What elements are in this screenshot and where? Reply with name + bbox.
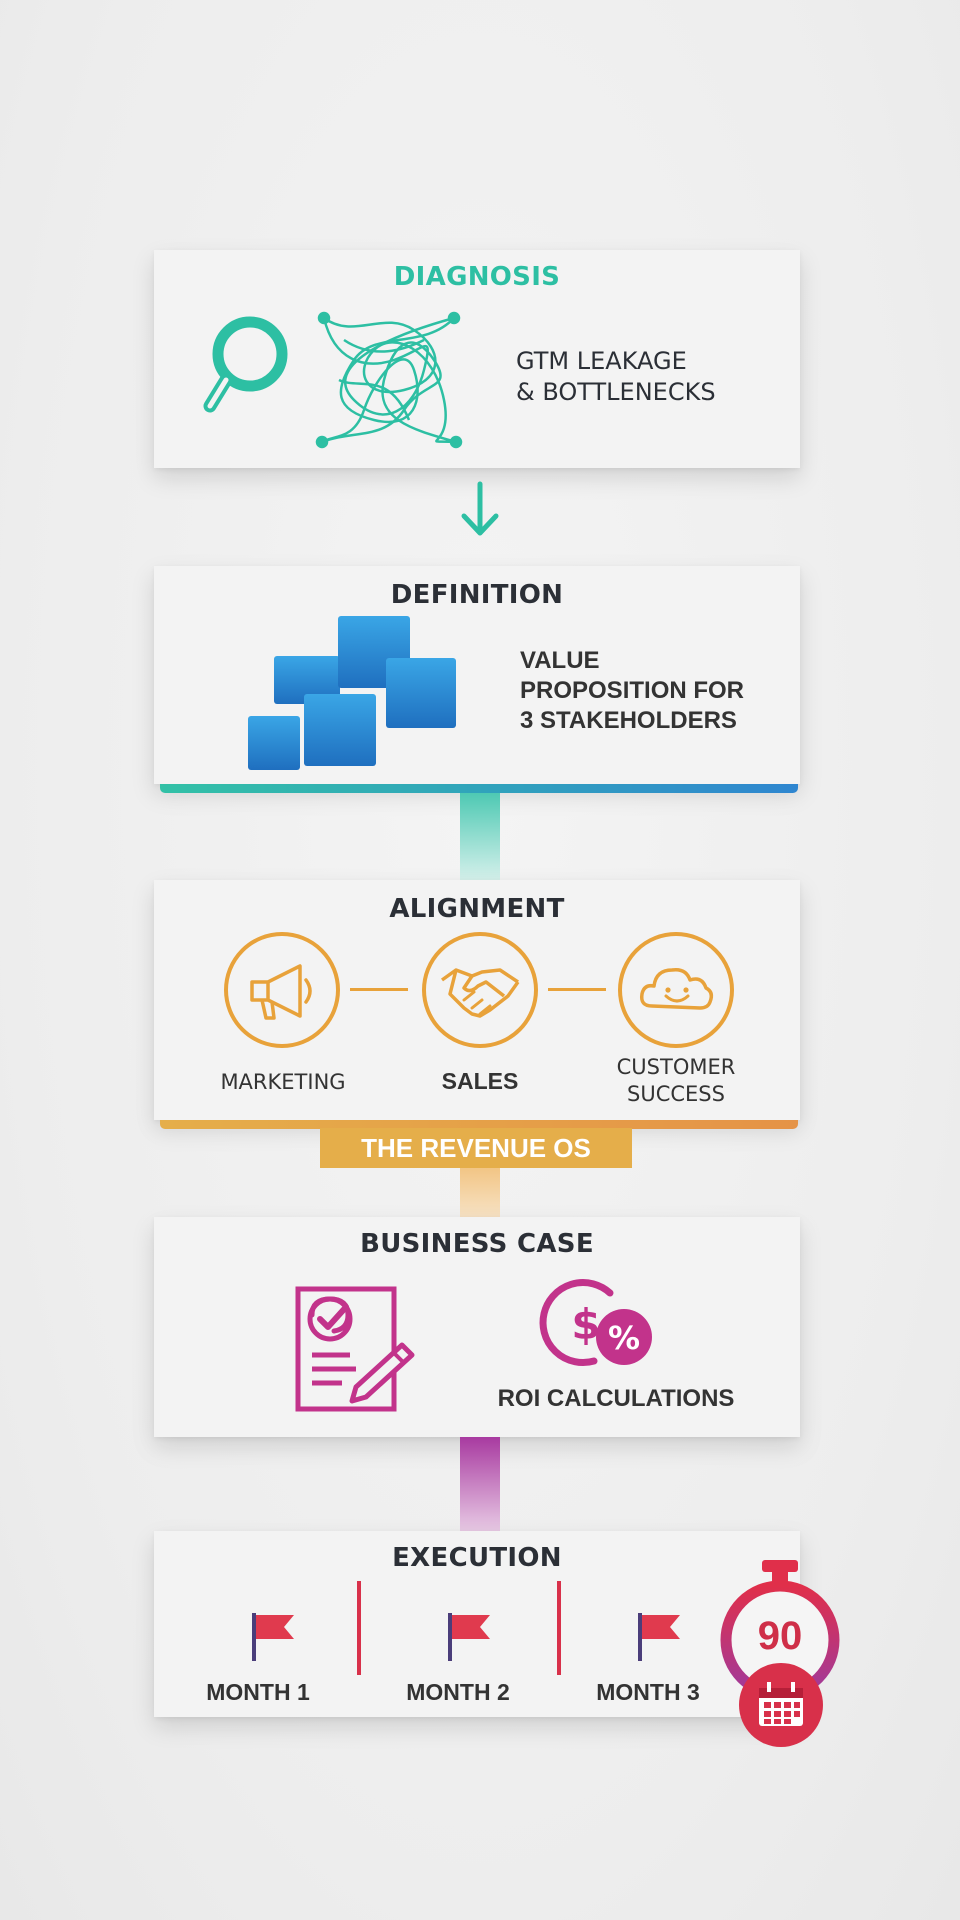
diagnosis-title: DIAGNOSIS (393, 262, 561, 292)
definition-text: VALUE PROPOSITION FOR 3 STAKEHOLDERS (520, 646, 744, 736)
definition-connector (460, 793, 500, 881)
month-label-1: MONTH 1 (206, 1679, 310, 1705)
customer-success-line1: CUSTOMER (616, 1055, 736, 1079)
definition-text-line2: PROPOSITION FOR (520, 677, 745, 704)
month-divider-2 (557, 1581, 561, 1675)
definition-accent-bar (160, 784, 798, 793)
definition-card: DEFINITION VALUE PROPOSITION FOR 3 STAKE… (154, 566, 800, 784)
revenue-os-label: THE REVENUE OS (361, 1132, 591, 1163)
calendar-icon (738, 1662, 824, 1748)
alignment-link-1 (350, 988, 408, 991)
megaphone-icon (222, 930, 342, 1050)
alignment-label-sales: SALES (441, 1068, 519, 1094)
month-divider-1 (357, 1581, 361, 1675)
alignment-card: ALIGNMENT MARKETING SALES (154, 880, 800, 1120)
blocks-icon (246, 614, 466, 778)
customer-success-line2: SUCCESS (627, 1082, 725, 1106)
diagnosis-card: DIAGNOSIS GTM LEAKAGE & BOTTLENECKS (154, 250, 800, 468)
flag-icon (250, 1611, 298, 1663)
roi-calculations-label: ROI CALCULATIONS (497, 1385, 735, 1412)
definition-title: DEFINITION (390, 580, 564, 610)
flag-icon (636, 1611, 684, 1663)
execution-title: EXECUTION (392, 1543, 562, 1573)
definition-text-line3: 3 STAKEHOLDERS (520, 707, 737, 734)
svg-text:%: % (608, 1319, 640, 1357)
svg-text:$: $ (571, 1300, 600, 1349)
diagnosis-text-line2: & BOTTLENECKS (516, 378, 716, 406)
magnifier-icon (202, 314, 288, 438)
timer-value: 90 (757, 1614, 803, 1658)
alignment-accent-bar (160, 1120, 798, 1129)
cloud-smile-icon (616, 930, 736, 1050)
alignment-connector (460, 1168, 500, 1218)
month-label-2: MONTH 2 (406, 1679, 510, 1705)
alignment-link-2 (548, 988, 606, 991)
flag-icon (446, 1611, 494, 1663)
business-case-card: BUSINESS CASE $ % ROI CALCULATIONS (154, 1217, 800, 1437)
stopwatch-icon: 90 (716, 1558, 844, 1748)
execution-card: EXECUTION MONTH 1 MONTH 2 MONTH 3 (154, 1531, 800, 1717)
diagnosis-text-line1: GTM LEAKAGE (516, 347, 687, 375)
month-label-3: MONTH 3 (596, 1679, 700, 1705)
dollar-percent-icon: $ % (539, 1279, 660, 1373)
alignment-label-customer-success: CUSTOMER SUCCESS (594, 1054, 758, 1108)
revenue-os-banner: THE REVENUE OS (320, 1128, 632, 1168)
alignment-label-marketing: MARKETING (220, 1070, 346, 1094)
handshake-icon (420, 930, 540, 1050)
business-case-connector (460, 1437, 500, 1533)
definition-text-line1: VALUE (520, 647, 600, 674)
diagnosis-text: GTM LEAKAGE & BOTTLENECKS (516, 346, 716, 408)
alignment-title: ALIGNMENT (389, 894, 565, 924)
down-arrow-icon (458, 480, 502, 540)
business-case-title: BUSINESS CASE (360, 1229, 594, 1259)
checklist-document-icon (294, 1285, 418, 1415)
tangled-network-icon (314, 310, 464, 450)
